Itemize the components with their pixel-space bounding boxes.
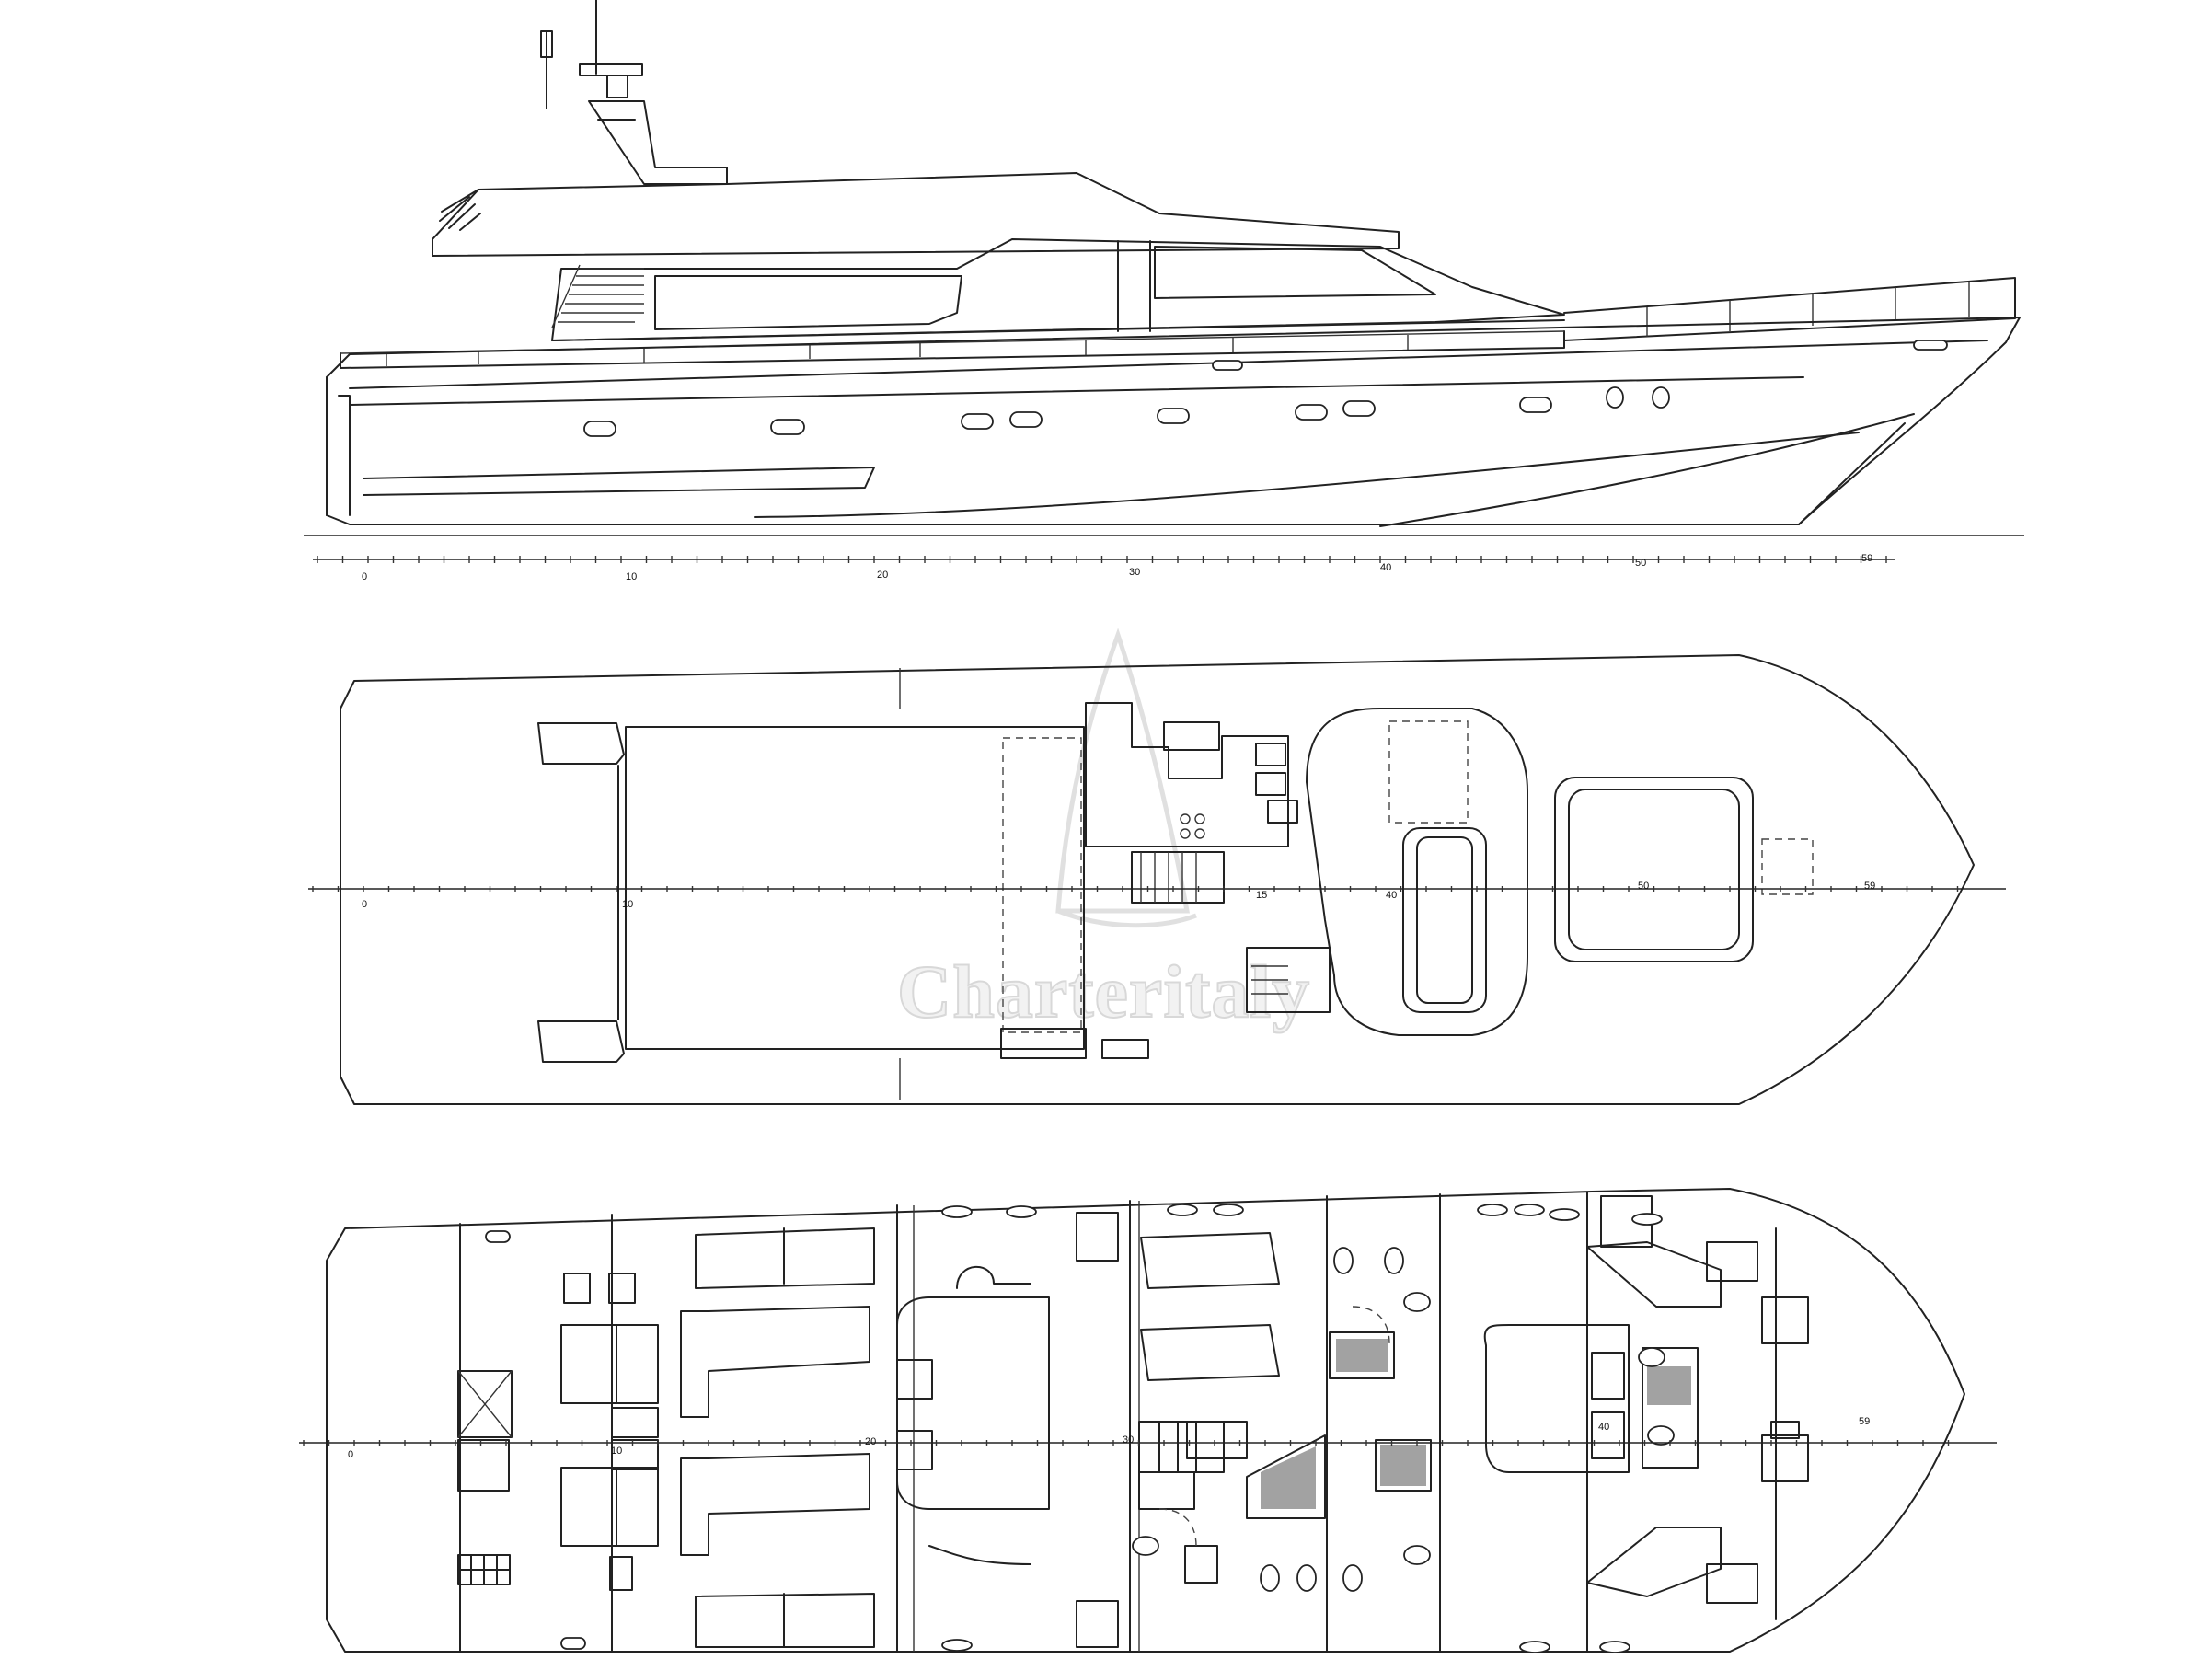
station-label: 0 xyxy=(362,899,367,910)
station-label: 0 xyxy=(362,571,367,582)
station-label: 10 xyxy=(622,899,633,910)
station-label: 40 xyxy=(1598,1422,1609,1433)
station-label: 10 xyxy=(626,571,637,582)
lower-deck-plan: 0 10 20 30 40 59 xyxy=(299,1188,1997,1653)
station-label: 40 xyxy=(1380,562,1391,573)
station-label: 10 xyxy=(611,1446,622,1457)
station-label: 15 xyxy=(1256,890,1267,901)
station-label: 0 xyxy=(348,1449,353,1460)
watermark: Charteritaly xyxy=(896,628,1310,1034)
station-label: 30 xyxy=(1123,1434,1134,1446)
watermark-text: Charteritaly xyxy=(897,950,1310,1033)
profile-view: 0 10 20 30 40 50 59 xyxy=(304,0,2024,582)
station-label: 59 xyxy=(1864,881,1875,892)
station-label: 59 xyxy=(1861,553,1872,564)
station-label: 50 xyxy=(1638,881,1649,892)
station-label: 40 xyxy=(1386,890,1397,901)
station-label: 50 xyxy=(1635,558,1646,569)
upper-deck-plan: 0 10 15 40 50 59 xyxy=(308,654,2006,1105)
station-label: 59 xyxy=(1859,1416,1870,1427)
station-label: 30 xyxy=(1129,567,1140,578)
station-label: 20 xyxy=(877,570,888,581)
station-label: 20 xyxy=(865,1436,876,1447)
